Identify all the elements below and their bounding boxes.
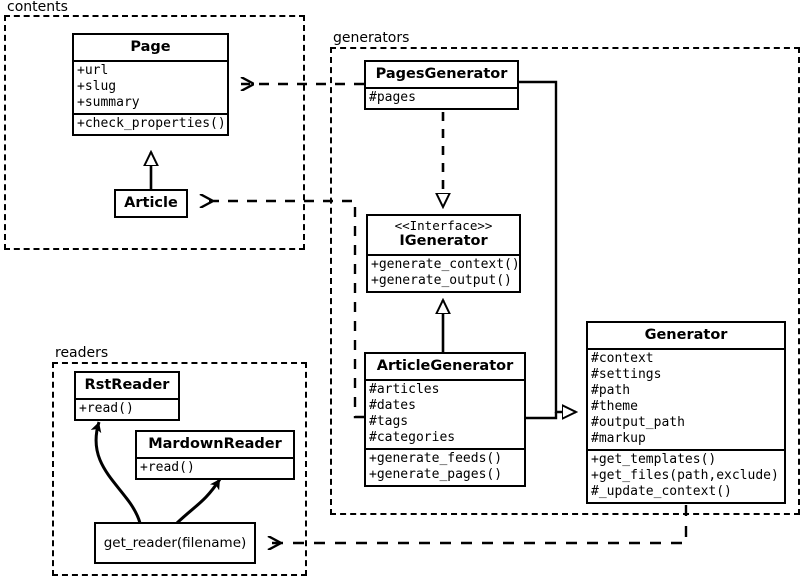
attribute-row: #markup (591, 431, 646, 446)
class-mardown-reader[interactable]: MardownReader +read() (135, 430, 295, 480)
method-row: +generate_pages() (369, 467, 503, 482)
class-igenerator[interactable]: <<Interface>> IGenerator +generate_conte… (366, 214, 521, 293)
package-contents-label: contents (6, 0, 71, 15)
method-row: #_update_context() (591, 484, 732, 499)
class-mardown-reader-name: MardownReader (148, 436, 282, 452)
attribute-row: +slug (77, 79, 117, 94)
class-pages-generator[interactable]: PagesGenerator #pages (364, 60, 519, 110)
method-row: +generate_context() (371, 257, 520, 272)
method-row: +get_templates() (591, 452, 717, 467)
attribute-row: +url (77, 63, 109, 78)
class-article-name: Article (124, 195, 178, 211)
class-igenerator-stereotype: <<Interface>> (394, 218, 493, 233)
class-article-generator-name: ArticleGenerator (376, 358, 514, 374)
class-pages-generator-attributes: #pages (366, 87, 517, 108)
class-article-generator[interactable]: ArticleGenerator #articles #dates #tags … (364, 352, 526, 487)
class-article[interactable]: Article (114, 189, 188, 218)
method-row: +check_properties() (77, 116, 226, 131)
class-article-generator-methods: +generate_feeds() +generate_pages() (366, 448, 524, 485)
attribute-row: #categories (369, 430, 456, 445)
function-get-reader[interactable]: get_reader(filename) (94, 522, 256, 564)
class-article-generator-attributes: #articles #dates #tags #categories (366, 379, 524, 448)
method-row: +get_files(path,exclude) (591, 468, 779, 483)
package-generators-label: generators (332, 31, 413, 46)
class-igenerator-methods: +generate_context() +generate_output() (368, 254, 520, 291)
class-page-attributes: +url +slug +summary (74, 60, 227, 113)
attribute-row: #tags (369, 414, 409, 429)
attribute-row: #output_path (591, 415, 685, 430)
class-rst-reader[interactable]: RstReader +read() (74, 371, 180, 421)
class-page-name: Page (130, 39, 171, 55)
class-page-methods: +check_properties() (74, 113, 227, 134)
package-readers-label: readers (54, 346, 112, 361)
attribute-row: #context (591, 351, 654, 366)
class-pages-generator-name: PagesGenerator (375, 66, 508, 82)
package-readers (52, 362, 307, 576)
attribute-row: #dates (369, 398, 416, 413)
method-row: +read() (79, 401, 134, 416)
method-row: +generate_output() (371, 273, 512, 288)
class-generator[interactable]: Generator #context #settings #path #them… (586, 321, 786, 504)
attribute-row: #pages (369, 90, 416, 105)
attribute-row: #path (591, 383, 631, 398)
function-get-reader-label: get_reader(filename) (103, 535, 247, 551)
package-contents (4, 15, 305, 250)
method-row: +generate_feeds() (369, 451, 503, 466)
class-generator-name: Generator (644, 327, 728, 343)
attribute-row: #articles (369, 382, 440, 397)
class-generator-methods: +get_templates() +get_files(path,exclude… (588, 449, 784, 502)
attribute-row: #theme (591, 399, 638, 414)
class-rst-reader-name: RstReader (84, 377, 170, 393)
package-generators (330, 47, 800, 515)
method-row: +read() (140, 460, 195, 475)
class-rst-reader-methods: +read() (76, 398, 178, 419)
attribute-row: #settings (591, 367, 662, 382)
class-igenerator-name: IGenerator (399, 233, 488, 249)
class-mardown-reader-methods: +read() (137, 457, 293, 478)
attribute-row: +summary (77, 95, 140, 110)
class-page[interactable]: Page +url +slug +summary +check_properti… (72, 33, 229, 136)
class-generator-attributes: #context #settings #path #theme #output_… (588, 348, 784, 449)
